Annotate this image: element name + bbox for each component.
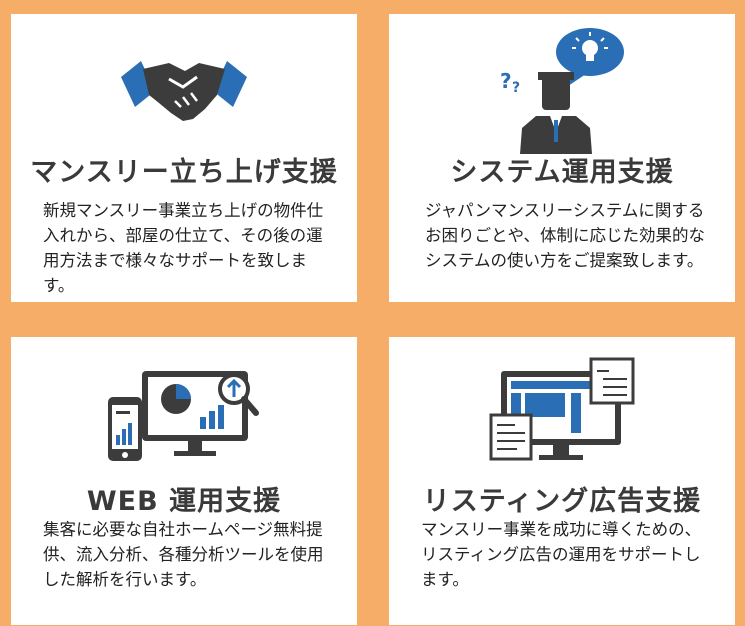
svg-text:?: ? <box>512 80 520 96</box>
consultant-idea-icon: ? ? <box>500 28 624 154</box>
service-description: ジャパンマンスリーシステムに関するお困りごとや、体制に応じた効果的なシステムの使… <box>425 201 706 270</box>
service-description: マンスリー事業を成功に導くための、リスティング広告の運用をサポートします。 <box>421 520 702 589</box>
web-analytics-devices-icon <box>108 371 259 461</box>
service-title: マンスリー立ち上げ支援 <box>30 157 338 188</box>
service-description: 集客に必要な自社ホームページ無料提供、流入分析、各種分析ツールを使用した解析を行… <box>43 520 324 589</box>
service-description: 新規マンスリー事業立ち上げの物件仕入れから、部屋の仕立て、その後の運用方法まで様… <box>43 201 324 295</box>
service-title: システム運用支援 <box>450 157 674 188</box>
svg-text:?: ? <box>500 69 512 93</box>
service-title: リスティング広告支援 <box>422 486 702 517</box>
service-card-monthly-launch: マンスリー立ち上げ支援 新規マンスリー事業立ち上げの物件仕入れから、部屋の仕立て… <box>11 14 357 302</box>
service-title: WEB 運用支援 <box>86 486 282 517</box>
handshake-icon <box>121 61 247 121</box>
service-card-web-operation: WEB 運用支援 集客に必要な自社ホームページ無料提供、流入分析、各種分析ツール… <box>11 337 357 625</box>
service-card-listing-ads: リスティング広告支援 マンスリー事業を成功に導くための、リスティング広告の運用を… <box>389 337 735 625</box>
service-card-system-operation: ? ? システム運用支援 ジャパンマンスリーシステムに関するお困りごとや、体制に… <box>389 14 735 302</box>
listing-ad-monitor-icon <box>489 357 635 461</box>
